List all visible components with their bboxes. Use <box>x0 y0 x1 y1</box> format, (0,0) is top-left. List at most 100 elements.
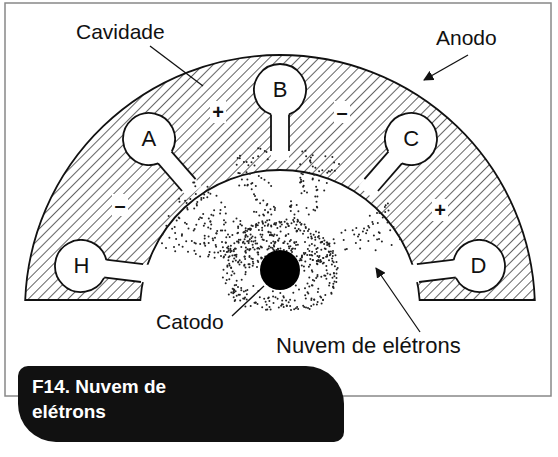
electron-dot <box>328 251 330 253</box>
leader-arrow <box>424 55 468 80</box>
slot-wall <box>157 163 182 191</box>
electron-dot <box>260 257 262 259</box>
electron-dot <box>318 235 320 237</box>
electron-dot <box>232 261 234 263</box>
electron-dot <box>299 221 301 223</box>
electron-dot <box>332 260 334 262</box>
electron-dot <box>237 172 239 174</box>
electron-dot <box>289 305 291 307</box>
electron-dot <box>311 271 313 273</box>
electron-dot <box>286 305 288 307</box>
electron-dot <box>343 239 345 241</box>
slot-wall <box>419 277 456 282</box>
electron-dot <box>193 250 195 252</box>
electron-dot <box>308 172 310 174</box>
electron-dot <box>245 227 247 229</box>
electron-dot <box>263 215 265 217</box>
electron-dot <box>358 233 360 235</box>
electron-dot <box>297 244 299 246</box>
electron-dot <box>317 236 319 238</box>
electron-dot <box>215 232 217 234</box>
part-label: Catodo <box>156 310 224 333</box>
electron-dot <box>341 232 343 234</box>
electron-dot <box>174 226 176 228</box>
electron-dot <box>258 175 260 177</box>
electron-dot <box>250 183 252 185</box>
electron-dot <box>238 294 240 296</box>
electron-dot <box>378 231 380 233</box>
electron-dot <box>228 278 230 280</box>
electron-dot <box>335 281 337 283</box>
electron-dot <box>225 242 227 244</box>
electron-dot <box>297 210 299 212</box>
electron-dot <box>214 257 216 259</box>
electron-dot <box>325 256 327 258</box>
electron-dot <box>239 157 241 159</box>
electron-dot <box>332 283 334 285</box>
electron-dot <box>372 223 374 225</box>
electron-dot <box>254 248 256 250</box>
electron-dot <box>231 274 233 276</box>
electron-dot <box>215 246 217 248</box>
electron-dot <box>304 294 306 296</box>
electron-dot <box>230 245 232 247</box>
electron-dot <box>200 197 202 199</box>
electron-dot <box>165 247 167 249</box>
electron-dot <box>208 218 210 220</box>
electron-dot <box>212 215 214 217</box>
electron-dot <box>312 259 314 261</box>
electron-dot <box>316 251 318 253</box>
electron-dot <box>253 241 255 243</box>
electron-dot <box>303 190 305 192</box>
electron-dot <box>287 233 289 235</box>
electron-dot <box>332 252 334 254</box>
electron-dot <box>186 202 188 204</box>
electron-dot <box>324 248 326 250</box>
electron-dot <box>226 247 228 249</box>
part-label: Anodo <box>436 26 497 49</box>
electron-dot <box>281 224 283 226</box>
electron-dot <box>222 277 224 279</box>
electron-dot <box>278 221 280 223</box>
electron-dot <box>316 189 318 191</box>
electron-dot <box>236 164 238 166</box>
electron-dot <box>312 154 314 156</box>
electron-dot <box>238 184 240 186</box>
electron-dot <box>233 296 235 298</box>
electron-dot <box>228 263 230 265</box>
electron-dot <box>233 221 235 223</box>
electron-dot <box>208 236 210 238</box>
electron-dot <box>278 307 280 309</box>
electron-dot <box>367 225 369 227</box>
cavity-slot <box>271 112 289 160</box>
caption-box: F14. Nuvem de elétrons <box>18 366 344 442</box>
electron-dot <box>210 223 212 225</box>
slot-wall <box>288 113 290 151</box>
electron-dot <box>327 273 329 275</box>
electron-dot <box>259 148 261 150</box>
electron-dot <box>178 198 180 200</box>
electron-dot <box>304 224 306 226</box>
electron-dot <box>244 184 246 186</box>
electron-dot <box>303 253 305 255</box>
electron-dot <box>367 240 369 242</box>
electron-dot <box>259 202 261 204</box>
electron-dot <box>203 194 205 196</box>
electron-dot <box>329 170 331 172</box>
electron-dot <box>316 195 318 197</box>
electron-dot <box>241 179 243 181</box>
slot-wall <box>171 151 196 179</box>
electron-dot <box>260 177 262 179</box>
electron-dot <box>308 250 310 252</box>
electron-dot <box>256 224 258 226</box>
electron-dot <box>314 236 316 238</box>
electron-dot <box>277 239 279 241</box>
electron-dot <box>261 247 263 249</box>
cathode <box>260 250 300 290</box>
electron-dot <box>304 241 306 243</box>
electron-dot <box>196 203 198 205</box>
electron-dot <box>181 235 183 237</box>
electron-dot <box>265 221 267 223</box>
electron-dot <box>244 232 246 234</box>
electron-dot <box>311 243 313 245</box>
